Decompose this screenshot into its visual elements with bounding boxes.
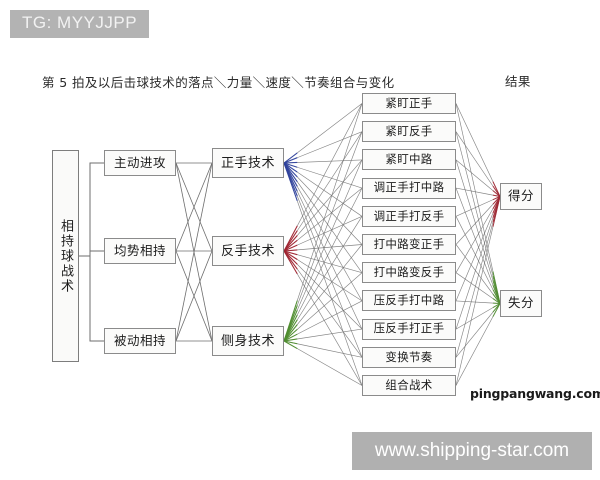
node-technique-forehand[interactable]: 正手技术 [212,148,284,178]
node-tactic[interactable]: 紧盯中路 [362,149,456,171]
node-state-active-attack[interactable]: 主动进攻 [104,150,176,176]
wires-root-to-states [79,162,104,342]
node-technique-backhand[interactable]: 反手技术 [212,236,284,266]
node-result-win-point[interactable]: 得分 [500,183,542,210]
shipping-star-watermark: www.shipping-star.com [352,432,592,470]
node-tactic[interactable]: 组合战术 [362,375,456,396]
node-tactic[interactable]: 压反手打正手 [362,318,456,340]
node-state-passive-rally[interactable]: 被动相持 [104,328,176,354]
result-heading: 结果 [505,74,531,89]
node-tactic[interactable]: 打中路变反手 [362,262,456,284]
node-root-tactics[interactable]: 相持球战术 [52,150,79,362]
wires-tactics-to-results [455,103,501,386]
wires-techniques-to-tactics [283,103,363,386]
node-tactic[interactable]: 压反手打中路 [362,290,456,312]
site-watermark: pingpangwang.com [470,386,600,401]
telegram-watermark: TG: MYYJJPP [10,10,150,38]
main-heading: 第 5 拍及以后击球技术的落点＼力量＼速度＼节奏组合与变化 [42,75,395,90]
node-tactic[interactable]: 调正手打中路 [362,177,456,199]
node-state-balanced-rally[interactable]: 均势相持 [104,238,176,264]
node-tactic[interactable]: 紧盯反手 [362,121,456,143]
node-tactic[interactable]: 打中路变正手 [362,234,456,255]
wires-states-to-techniques [175,162,213,342]
node-tactic[interactable]: 紧盯正手 [362,93,456,114]
node-tactic[interactable]: 变换节奏 [362,346,456,368]
node-tactic[interactable]: 调正手打反手 [362,205,456,227]
node-technique-pivot[interactable]: 侧身技术 [212,326,284,356]
node-result-lose-point[interactable]: 失分 [500,290,542,317]
